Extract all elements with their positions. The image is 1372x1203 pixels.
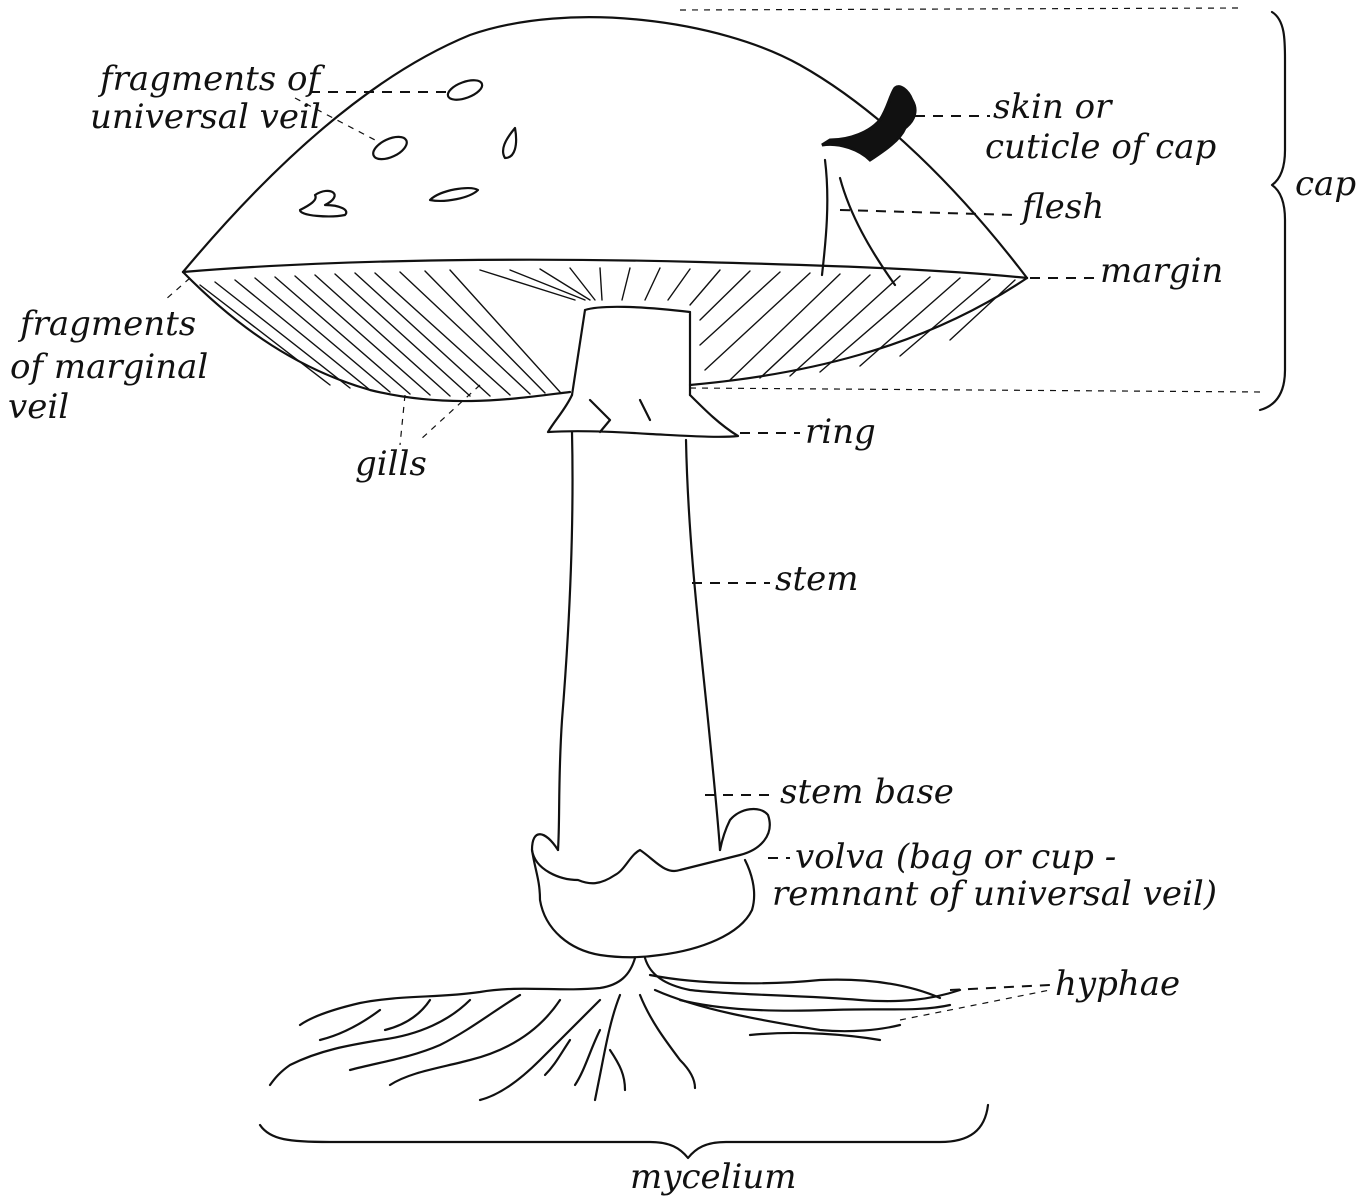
label-universal-veil-line2: universal veil <box>90 97 321 137</box>
cap-bottom-dotted-line <box>690 388 1262 392</box>
veil-fragment <box>370 132 410 164</box>
mycelium-bracket <box>260 1105 988 1158</box>
veil-fragment <box>300 191 346 217</box>
label-ring: ring <box>805 412 876 452</box>
veil-fragment <box>430 188 478 201</box>
gills <box>200 268 1015 396</box>
label-universal-veil-line1: fragments of <box>97 59 326 99</box>
ring <box>548 395 738 437</box>
mycelium-hyphae <box>270 958 960 1100</box>
stem-right-edge <box>686 440 720 850</box>
cap-top-dotted-line <box>680 8 1240 10</box>
cap-bracket <box>1260 12 1285 410</box>
label-cap: cap <box>1295 164 1356 204</box>
stem-left-edge <box>558 432 573 850</box>
label-mycelium: mycelium <box>630 1157 797 1197</box>
label-stem-base: stem base <box>780 772 954 812</box>
label-hyphae: hyphae <box>1055 964 1180 1004</box>
stem-top-collar <box>572 307 690 395</box>
cap-margin-edge <box>183 260 1027 278</box>
skin-cuticle <box>822 87 915 160</box>
label-flesh: flesh <box>1019 187 1104 227</box>
label-volva-line2: remnant of universal veil) <box>772 874 1217 914</box>
veil-fragment <box>445 76 484 103</box>
label-skin-line2: cuticle of cap <box>985 127 1216 167</box>
label-marginal-veil-line3: veil <box>8 387 69 427</box>
label-margin: margin <box>1100 251 1223 291</box>
label-marginal-veil-line2: of marginal <box>10 347 208 387</box>
label-skin-line1: skin or <box>993 87 1113 127</box>
label-gills: gills <box>355 444 427 484</box>
stem <box>548 307 738 850</box>
cap-underside <box>183 272 1027 401</box>
label-volva-line1: volva (bag or cup - <box>795 837 1116 877</box>
volva <box>532 809 770 957</box>
veil-fragment <box>503 128 516 158</box>
label-stem: stem <box>775 559 858 599</box>
cap-dome <box>183 17 1027 278</box>
label-marginal-veil-line1: fragments <box>17 304 196 344</box>
